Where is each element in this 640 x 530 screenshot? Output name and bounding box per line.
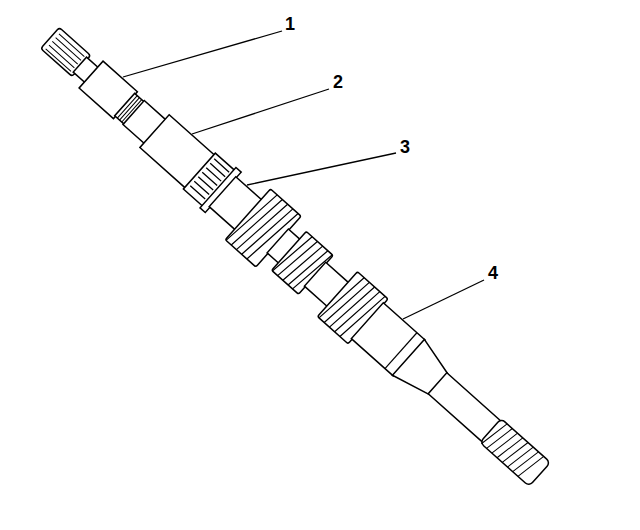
output-shaft xyxy=(27,13,562,500)
callout-number: 1 xyxy=(283,14,297,34)
spline-teeth xyxy=(481,420,543,480)
leader-lines xyxy=(123,31,484,319)
callout-number: 3 xyxy=(398,137,412,157)
callout-number: 4 xyxy=(486,263,500,283)
leader-line xyxy=(247,153,396,185)
leader-line xyxy=(192,89,329,134)
spline-end xyxy=(480,419,551,487)
leader-line xyxy=(403,280,484,319)
callout-number: 2 xyxy=(331,72,345,92)
leader-line xyxy=(123,31,282,77)
